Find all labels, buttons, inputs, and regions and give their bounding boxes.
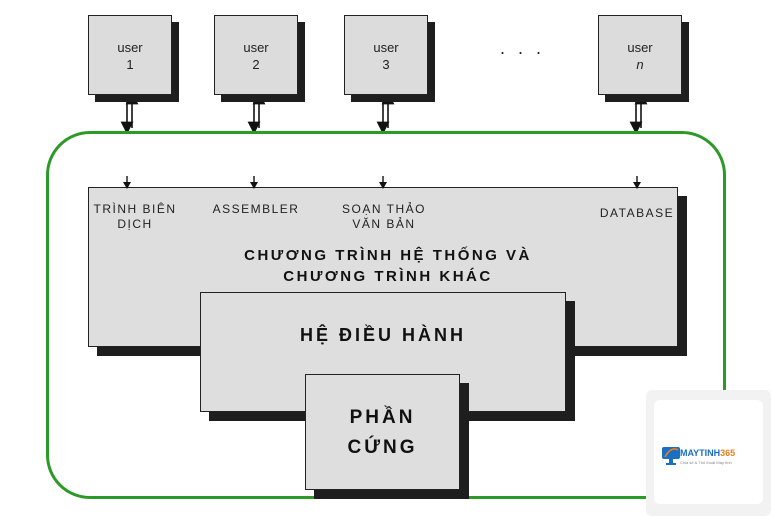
more-users-ellipsis: . . .: [500, 38, 546, 58]
user-box-3: user 3: [344, 15, 428, 95]
system-programs-title: CHƯƠNG TRÌNH HỆ THỐNG VÀ CHƯƠNG TRÌNH KH…: [244, 247, 532, 285]
user-1-link-arrow: [120, 91, 139, 135]
watermark-tagline: Chia sẻ & Thủ thuật Máy tính: [680, 460, 732, 465]
operating-system-title: HỆ ĐIỀU HÀNH: [299, 325, 466, 345]
user-n-link-arrow: [629, 91, 648, 135]
user-2-link-arrow: [247, 91, 266, 135]
hardware-panel: [305, 374, 460, 490]
assembler-label: ASSEMBLER: [212, 202, 300, 216]
database-label: DATABASE: [599, 206, 675, 220]
site-watermark: MAYTINH365 Chia sẻ & Thủ thuật Máy tính: [646, 390, 771, 516]
watermark-card: MAYTINH365 Chia sẻ & Thủ thuật Máy tính: [654, 400, 763, 504]
computer-system-frame: [46, 131, 726, 499]
user-number: 3: [382, 57, 390, 72]
monitor-logo-icon: [662, 447, 680, 465]
user-label: user: [373, 40, 399, 55]
user-label: user: [627, 40, 653, 55]
user-number: 1: [126, 57, 134, 72]
user-number: n: [636, 57, 644, 72]
user-number: 2: [252, 57, 260, 72]
user-box-n: user n: [598, 15, 682, 95]
user-box-2: user 2: [214, 15, 298, 95]
compiler-label: TRÌNH BIÊN DỊCH: [93, 202, 177, 231]
watermark-brand: MAYTINH365: [680, 448, 736, 458]
hardware-title: PHẦN CỨNG: [347, 407, 418, 458]
text-editor-label: SOẠN THẢO VĂN BẢN: [342, 202, 426, 231]
user-label: user: [117, 40, 143, 55]
user-box-1: user 1: [88, 15, 172, 95]
user-label: user: [243, 40, 269, 55]
user-3-link-arrow: [376, 91, 395, 135]
